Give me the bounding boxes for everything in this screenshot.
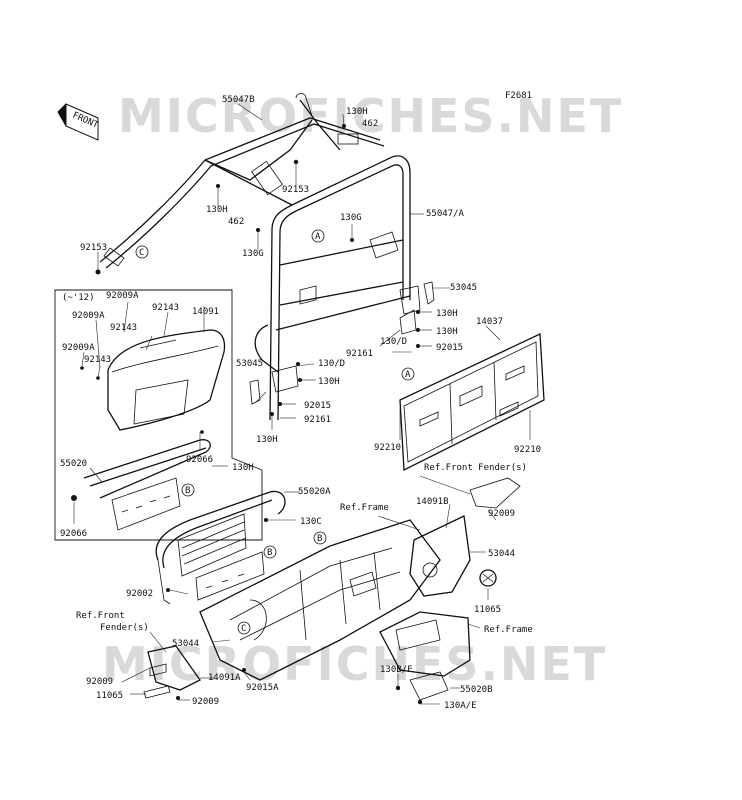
leader-lines (73, 103, 531, 705)
label-92009: 92009 (192, 697, 219, 707)
label-92161: 92161 (304, 415, 331, 425)
label-55020: 55020 (60, 459, 87, 469)
svg-text:A: A (405, 370, 411, 380)
front-direction-tag: FRONT (57, 103, 100, 141)
label-92143: 92143 (84, 355, 111, 365)
watermark-bottom: MICROFICHES.NET (102, 637, 607, 691)
label-92066: 92066 (186, 455, 213, 465)
label-130g: 130G (242, 249, 264, 259)
label-130h: 130H (436, 309, 458, 319)
label-130h: 130H (232, 463, 254, 473)
label-ref-front: Ref.Front (76, 611, 125, 621)
label-130h: 130H (256, 435, 278, 445)
label-55020a: 55020A (298, 487, 331, 497)
label-92009a: 92009A (62, 343, 95, 353)
watermark-top: MICROFICHES.NET (118, 89, 623, 143)
front-bumper-grill (155, 490, 286, 605)
label-92009a: 92009A (72, 311, 105, 321)
callout-markers: A A B B B C C (135, 229, 415, 635)
label-92015a: 92015A (246, 683, 279, 693)
label-14037: 14037 (476, 317, 503, 327)
label-92153: 92153 (80, 243, 107, 253)
inset-frame (54, 289, 263, 541)
svg-text:C: C (241, 624, 246, 634)
label-ref-front-fender: Ref.Front Fender(s) (424, 463, 527, 473)
callout-c: C (237, 621, 251, 635)
label-92210: 92210 (374, 443, 401, 453)
front-guard-14091a (143, 645, 201, 699)
svg-text:B: B (317, 534, 322, 544)
label-55020b: 55020B (460, 685, 493, 695)
label-130d: 130/D (318, 359, 345, 369)
label-130h: 130H (206, 205, 228, 215)
callout-b: B (313, 531, 327, 545)
label-14091a: 14091A (208, 673, 241, 683)
callout-b: B (263, 545, 277, 559)
svg-text:B: B (267, 548, 272, 558)
roll-cage-main-hoop (204, 155, 421, 421)
label-14091: 14091 (192, 307, 219, 317)
label-92143: 92143 (110, 323, 137, 333)
label-92009a: 92009A (106, 291, 139, 301)
roll-cage-upper-bar (99, 93, 385, 269)
label-ref-frame: Ref.Frame (340, 503, 389, 513)
svg-text:C: C (139, 248, 144, 258)
label-11065: 11065 (96, 691, 123, 701)
chassis-frame (199, 519, 441, 681)
label-130bf: 130B/F (380, 665, 413, 675)
label-92015: 92015 (304, 401, 331, 411)
label-130h: 130H (318, 377, 340, 387)
callout-c: C (135, 245, 149, 259)
bracket-53045-right (423, 281, 435, 305)
svg-text:A: A (315, 232, 321, 242)
label-130g: 130G (340, 213, 362, 223)
label-fender-s: Fender(s) (100, 623, 149, 633)
side-guard-14091b (409, 477, 521, 597)
label-53045: 53045 (236, 359, 263, 369)
label-130ae: 130A/E (444, 701, 477, 711)
callout-b: B (181, 483, 195, 497)
label-462: 462 (362, 119, 378, 129)
inset-headlight-housing (107, 329, 226, 431)
rear-bracket-55020b (379, 611, 471, 701)
part-labels: 55047B 130H 462 92153 130H 462 130G 130G… (60, 95, 541, 711)
callout-a: A (401, 367, 415, 381)
label-ref-frame: Ref.Frame (484, 625, 533, 635)
label-130d: 130/D (380, 337, 407, 347)
inset-note: (~'12) (62, 293, 95, 303)
label-92009: 92009 (86, 677, 113, 687)
bracket-53045-left (249, 379, 261, 405)
label-92153: 92153 (282, 185, 309, 195)
label-92002: 92002 (126, 589, 153, 599)
label-92015: 92015 (436, 343, 463, 353)
label-55047b: 55047B (222, 95, 255, 105)
label-130c: 130C (300, 517, 322, 527)
label-11065: 11065 (474, 605, 501, 615)
label-53044: 53044 (488, 549, 515, 559)
label-92009: 92009 (488, 509, 515, 519)
svg-text:B: B (185, 486, 190, 496)
label-130h: 130H (346, 107, 368, 117)
label-53044: 53044 (172, 639, 199, 649)
label-462: 462 (228, 217, 244, 227)
label-92210: 92210 (514, 445, 541, 455)
label-92143: 92143 (152, 303, 179, 313)
label-130h: 130H (436, 327, 458, 337)
label-53045: 53045 (450, 283, 477, 293)
callout-a: A (311, 229, 325, 243)
label-55047a: 55047/A (426, 209, 465, 219)
label-14091b: 14091B (416, 497, 449, 507)
label-92066: 92066 (60, 529, 87, 539)
figure-code: F2681 (505, 91, 532, 101)
rear-screen-panel (399, 333, 545, 472)
label-92161: 92161 (346, 349, 373, 359)
